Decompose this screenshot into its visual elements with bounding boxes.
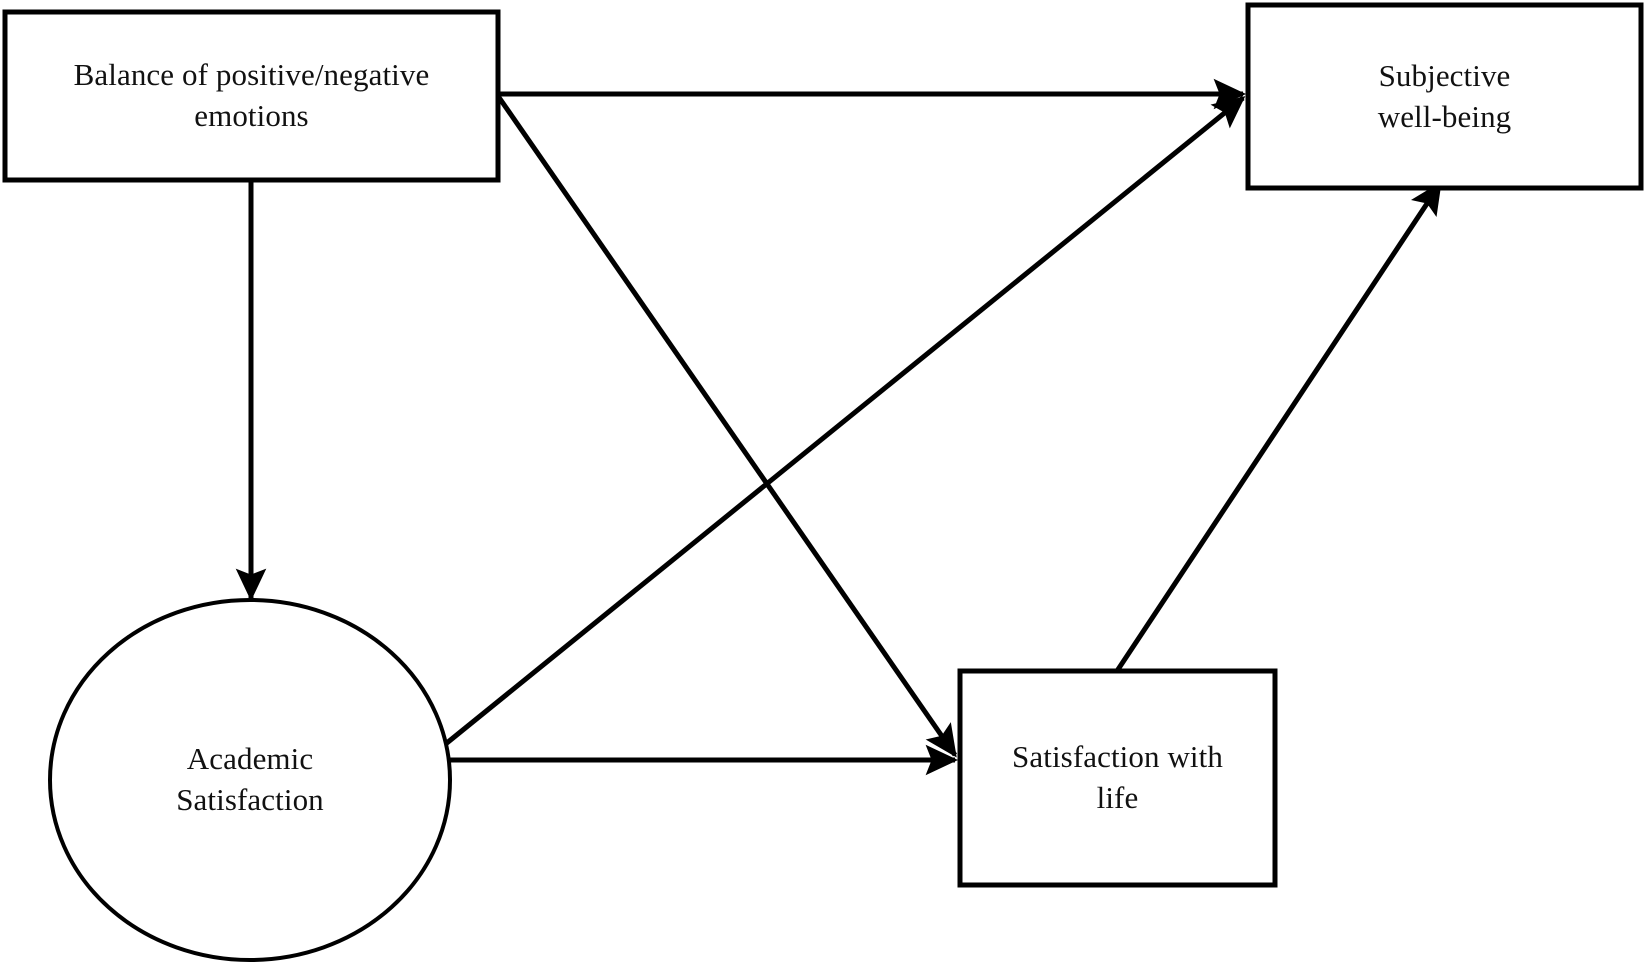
node-balance-of-emotions-shape[interactable] (2, 9, 501, 183)
node-academic-satisfaction-shape[interactable] (48, 598, 452, 962)
node-subjective-well-being-shape[interactable] (1245, 2, 1644, 191)
edge-satisfaction-with-life-to-subjective-well-being (1114, 181, 1443, 673)
node-satisfaction-with-life-shape[interactable] (957, 668, 1278, 888)
edge-academic-satisfaction-to-subjective-well-being (430, 96, 1246, 757)
edge-balance-to-satisfaction-with-life (495, 94, 958, 758)
